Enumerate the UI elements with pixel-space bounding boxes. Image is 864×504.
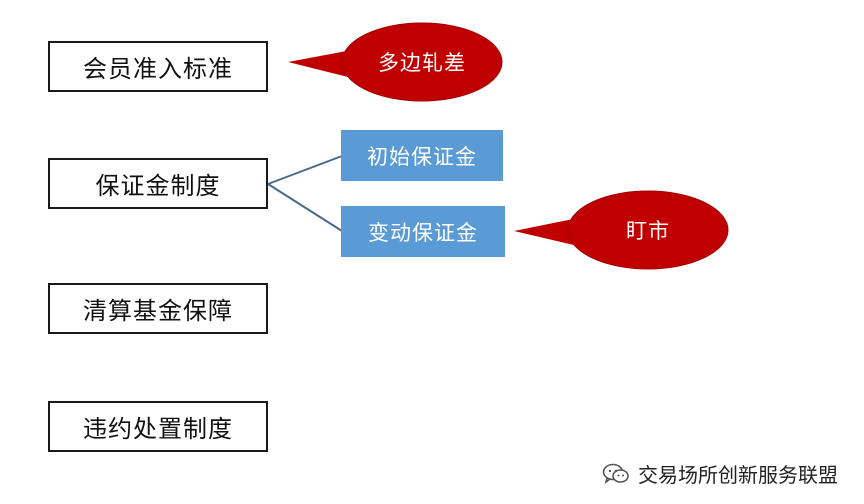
connector-line-initial <box>267 155 343 185</box>
callout-multilateral-netting-shape <box>288 22 503 102</box>
box-margin-system: 保证金制度 <box>48 158 268 209</box>
sub-box-variation-margin: 变动保证金 <box>341 206 505 257</box>
wechat-icon <box>602 463 629 484</box>
sub-box-initial-margin: 初始保证金 <box>341 130 503 181</box>
callout-multilateral-netting-label: 多边轧差 <box>378 51 466 75</box>
box-default-handling-system: 违约处置制度 <box>48 401 268 452</box>
connector-line-variation <box>267 183 343 232</box>
watermark: 交易场所创新服务联盟 <box>602 459 838 488</box>
box-member-admission-standard: 会员准入标准 <box>48 41 268 92</box>
callout-mark-to-market-shape <box>514 190 729 270</box>
watermark-text: 交易场所创新服务联盟 <box>638 463 838 487</box>
callout-mark-to-market-label: 盯市 <box>626 219 670 243</box>
box-clearing-fund-guarantee: 清算基金保障 <box>48 283 268 334</box>
